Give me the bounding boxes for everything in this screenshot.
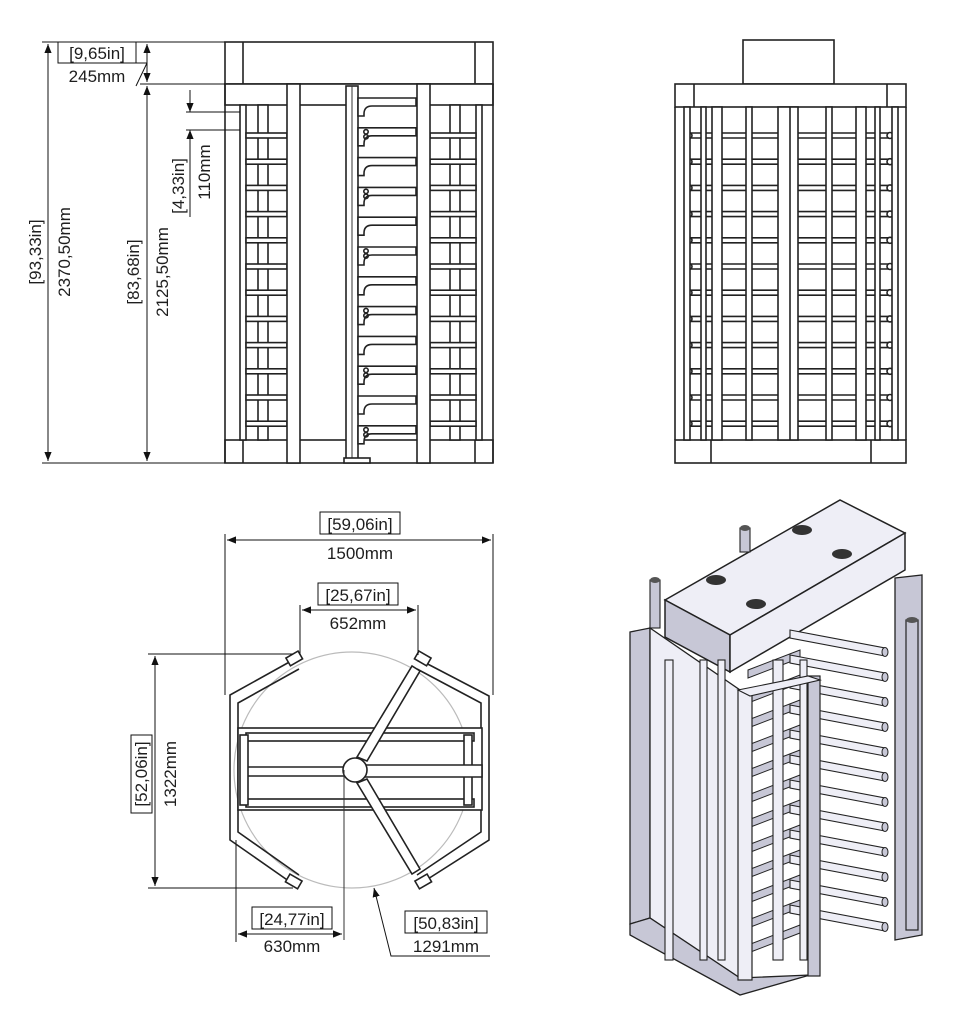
side-posts [683, 106, 899, 441]
offset-width-metric: 630mm [264, 937, 321, 956]
dimensions: [93,33in] 2370,50mm [83,68in] 2125,50mm … [26, 41, 494, 957]
overall-width-imperial: [59,06in] [327, 515, 392, 534]
rotor-arms [357, 97, 417, 445]
rotor-diameter-imperial: [50,83in] [413, 914, 478, 933]
rotor-diameter-metric: 1291mm [413, 937, 479, 956]
isometric-frame-bars [649, 525, 919, 981]
depth-imperial: [52,06in] [132, 741, 151, 806]
frame-height-imperial: [83,68in] [124, 239, 143, 304]
frame-height-metric: 2125,50mm [153, 227, 172, 317]
top-view [229, 649, 490, 940]
top-box-height-imperial: [9,65in] [69, 44, 125, 63]
isometric-view [629, 499, 923, 996]
bar-spacing-metric: 110mm [195, 144, 214, 199]
total-height-metric: 2370,50mm [55, 207, 74, 297]
side-view [674, 39, 907, 464]
depth-metric: 1322mm [161, 741, 180, 807]
top-box-height-metric: 245mm [69, 67, 126, 86]
front-view [224, 41, 494, 464]
total-height-imperial: [93,33in] [26, 219, 45, 284]
offset-width-imperial: [24,77in] [259, 910, 324, 929]
passage-width-imperial: [25,67in] [325, 586, 390, 605]
bar-spacing-imperial: [4,33in] [169, 158, 188, 214]
passage-width-metric: 652mm [330, 614, 387, 633]
overall-width-metric: 1500mm [327, 544, 393, 563]
